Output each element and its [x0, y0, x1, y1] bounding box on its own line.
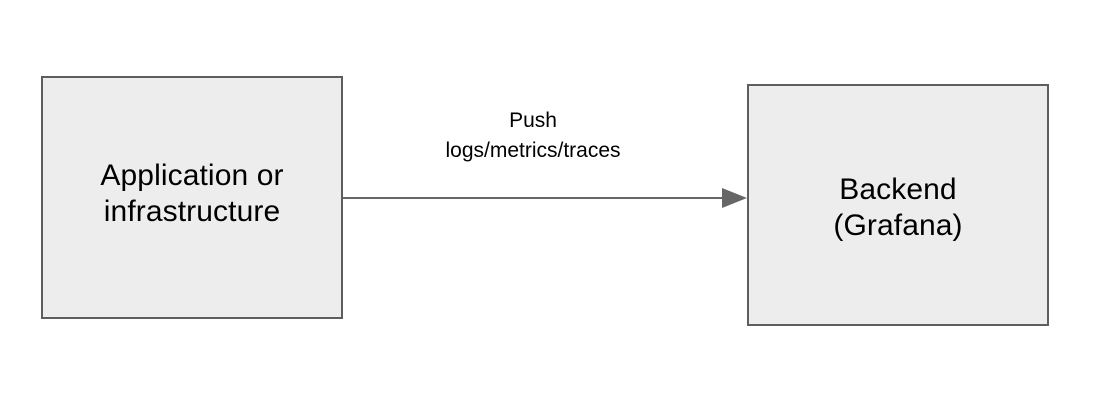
arrow-svg [343, 188, 747, 208]
node-backend-label: Backend (Grafana) [833, 173, 963, 242]
arrow-head-icon [722, 188, 747, 208]
node-source-label: Application or infrastructure [100, 158, 284, 228]
node-backend-grafana[interactable]: Backend (Grafana) [747, 84, 1049, 326]
edge-push-arrow [343, 108, 747, 208]
node-application-or-infrastructure[interactable]: Application or infrastructure [41, 76, 343, 319]
